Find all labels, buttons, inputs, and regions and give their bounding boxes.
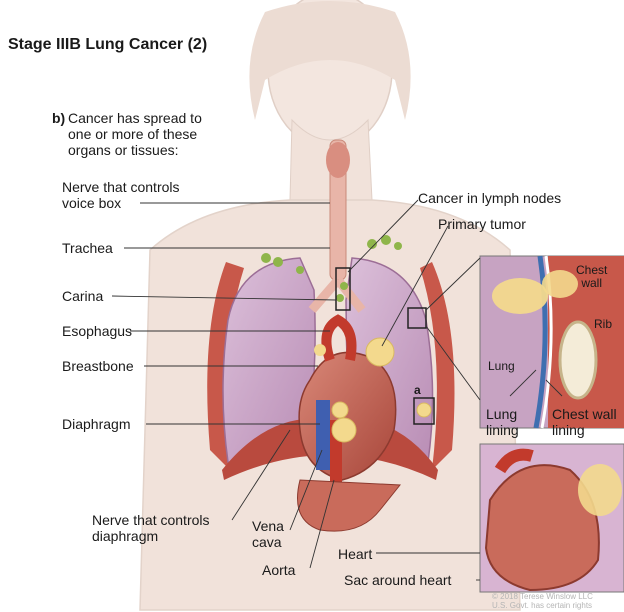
label-esophagus: Esophagus bbox=[62, 323, 132, 339]
label-chest-wall-lining: Chest wall lining bbox=[552, 406, 617, 438]
label-carina: Carina bbox=[62, 288, 103, 304]
subtitle: Cancer has spread to one or more of thes… bbox=[68, 110, 202, 158]
label-lung-lining: Lung lining bbox=[486, 406, 519, 438]
label-nerve-voice-box: Nerve that controls voice box bbox=[62, 179, 180, 211]
inset-label-lung: Lung bbox=[488, 360, 515, 373]
label-cancer-lymph-nodes: Cancer in lymph nodes bbox=[418, 190, 561, 206]
label-sac-around-heart: Sac around heart bbox=[344, 572, 451, 588]
inset-heart bbox=[480, 444, 624, 592]
inset-label-rib: Rib bbox=[594, 318, 612, 331]
label-breastbone: Breastbone bbox=[62, 358, 134, 374]
label-nerve-diaphragm: Nerve that controls diaphragm bbox=[92, 512, 210, 544]
inset-label-chest-wall: Chest wall bbox=[576, 264, 607, 290]
label-primary-tumor: Primary tumor bbox=[438, 216, 526, 232]
label-heart: Heart bbox=[338, 546, 372, 562]
label-marker-a: a bbox=[414, 382, 421, 398]
label-diaphragm: Diaphragm bbox=[62, 416, 130, 432]
copyright-notice: © 2018 Terese Winslow LLC U.S. Govt. has… bbox=[492, 592, 593, 610]
label-trachea: Trachea bbox=[62, 240, 113, 256]
page-title: Stage IIIB Lung Cancer (2) bbox=[8, 36, 207, 54]
label-aorta: Aorta bbox=[262, 562, 295, 578]
subtitle-marker: b) bbox=[52, 110, 65, 126]
label-vena-cava: Vena cava bbox=[252, 518, 284, 550]
